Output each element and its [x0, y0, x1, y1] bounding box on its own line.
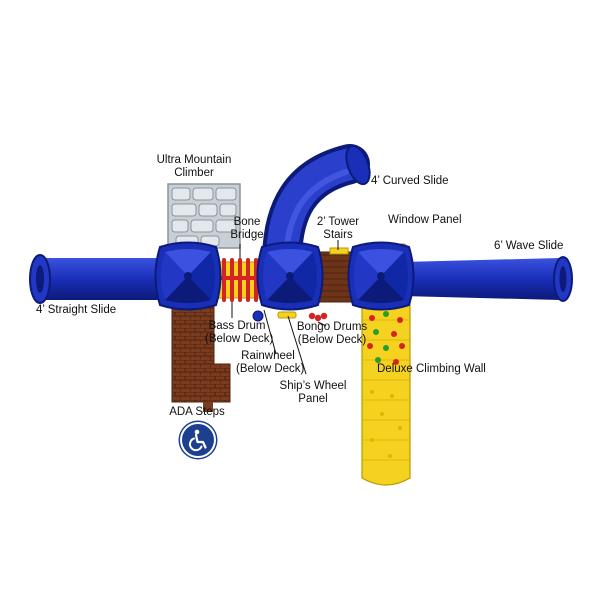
tower-roof-middle	[256, 241, 324, 311]
leader-lines	[231, 240, 339, 375]
label-rainwheel: Rainwheel (Below Deck)	[236, 350, 305, 375]
label-straight-slide: 4’ Straight Slide	[36, 304, 117, 316]
bone-bridge	[217, 258, 261, 302]
tower-roof-right	[347, 241, 415, 311]
tower-stairs	[329, 247, 349, 255]
label-window-panel: Window Panel	[388, 214, 462, 226]
straight-slide	[29, 254, 166, 304]
label-bongo-drums: Bongo Drums (Below Deck)	[296, 321, 368, 346]
label-ada-steps: ADA Steps	[169, 406, 225, 418]
tower-roof-left	[154, 241, 222, 311]
label-bass-drum: Bass Drum (Below Deck)	[205, 320, 274, 345]
wave-slide	[402, 256, 573, 302]
below-deck-accessories	[252, 310, 328, 322]
ada-steps	[171, 301, 231, 412]
label-wave-slide: 6’ Wave Slide	[494, 240, 564, 252]
label-tower-stairs: 2’ Tower Stairs	[316, 216, 360, 241]
wheelchair-accessibility-icon	[180, 422, 216, 458]
label-bone-bridge: Bone Bridge	[230, 216, 264, 241]
deluxe-climbing-wall	[361, 299, 411, 486]
label-deluxe-climbing-wall: Deluxe Climbing Wall	[377, 363, 486, 375]
label-ultra-mountain-climber: Ultra Mountain Climber	[156, 154, 232, 179]
label-ships-wheel-panel: Ship’s Wheel Panel	[279, 380, 347, 405]
wheelchair-glyph	[188, 429, 207, 452]
label-curved-slide: 4’ Curved Slide	[371, 175, 449, 187]
